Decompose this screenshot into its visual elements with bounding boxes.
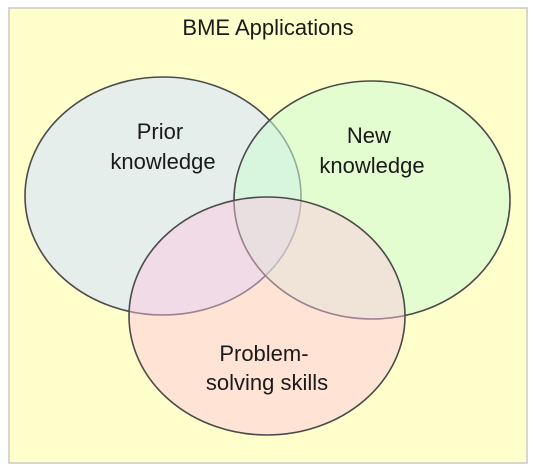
label-new-line-2: knowledge [319, 153, 424, 178]
label-problem-line-2: solving skills [206, 370, 328, 395]
label-new-knowledge: New knowledge [319, 123, 424, 178]
diagram-title: BME Applications [182, 15, 353, 40]
circle-problem-solving [128, 196, 406, 436]
label-prior-knowledge: Prior knowledge [110, 119, 215, 174]
label-prior-line-2: knowledge [110, 149, 215, 174]
label-problem-solving: Problem- solving skills [206, 341, 328, 395]
label-problem-line-1: Problem- [219, 341, 308, 366]
label-new-line-1: New [347, 123, 391, 148]
label-prior-line-1: Prior [137, 119, 183, 144]
